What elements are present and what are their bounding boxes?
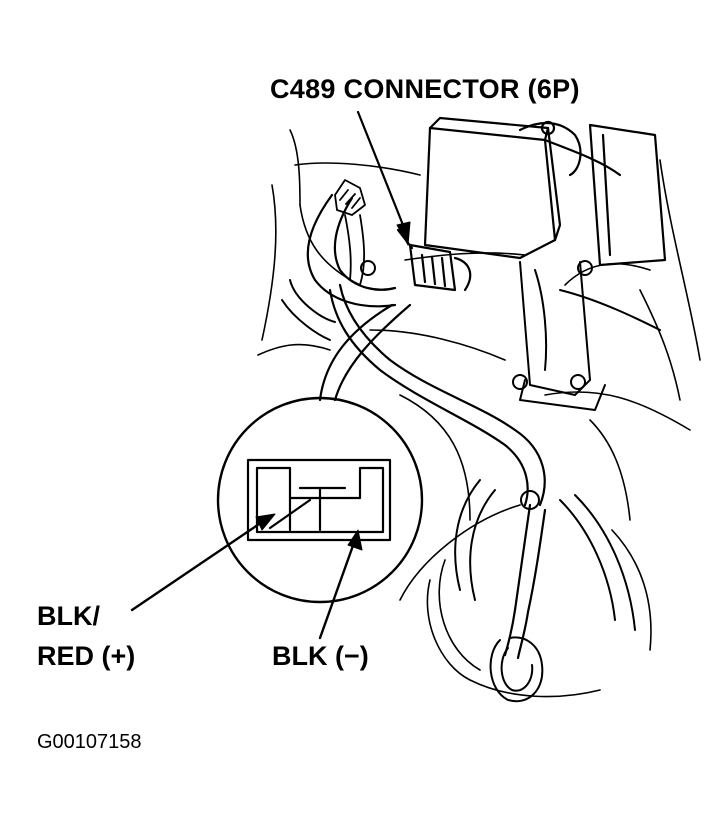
connector-face-detail <box>246 458 392 542</box>
blk-pointer-arrow <box>318 529 363 640</box>
blk-red-pointer-arrow <box>130 513 276 612</box>
control-unit-box <box>423 116 667 267</box>
title-pointer-arrow <box>356 110 411 246</box>
connector-detail-callout <box>216 303 424 604</box>
lower-panel-curves <box>399 504 652 698</box>
connector-title: C489 CONNECTOR (6P) <box>270 74 580 104</box>
blk-red-label-line2: RED (+) <box>37 641 136 671</box>
mounting-bracket <box>360 260 661 411</box>
engine-background <box>257 129 701 521</box>
blk-red-label-line1: BLK/ <box>37 601 100 631</box>
hose-upper-left <box>281 193 397 341</box>
small-connector-upper <box>334 179 366 286</box>
wire-harness <box>328 283 547 660</box>
blk-negative-label: BLK (−) <box>272 641 369 671</box>
ground-terminal <box>454 479 636 703</box>
figure-id: G00107158 <box>37 731 142 753</box>
